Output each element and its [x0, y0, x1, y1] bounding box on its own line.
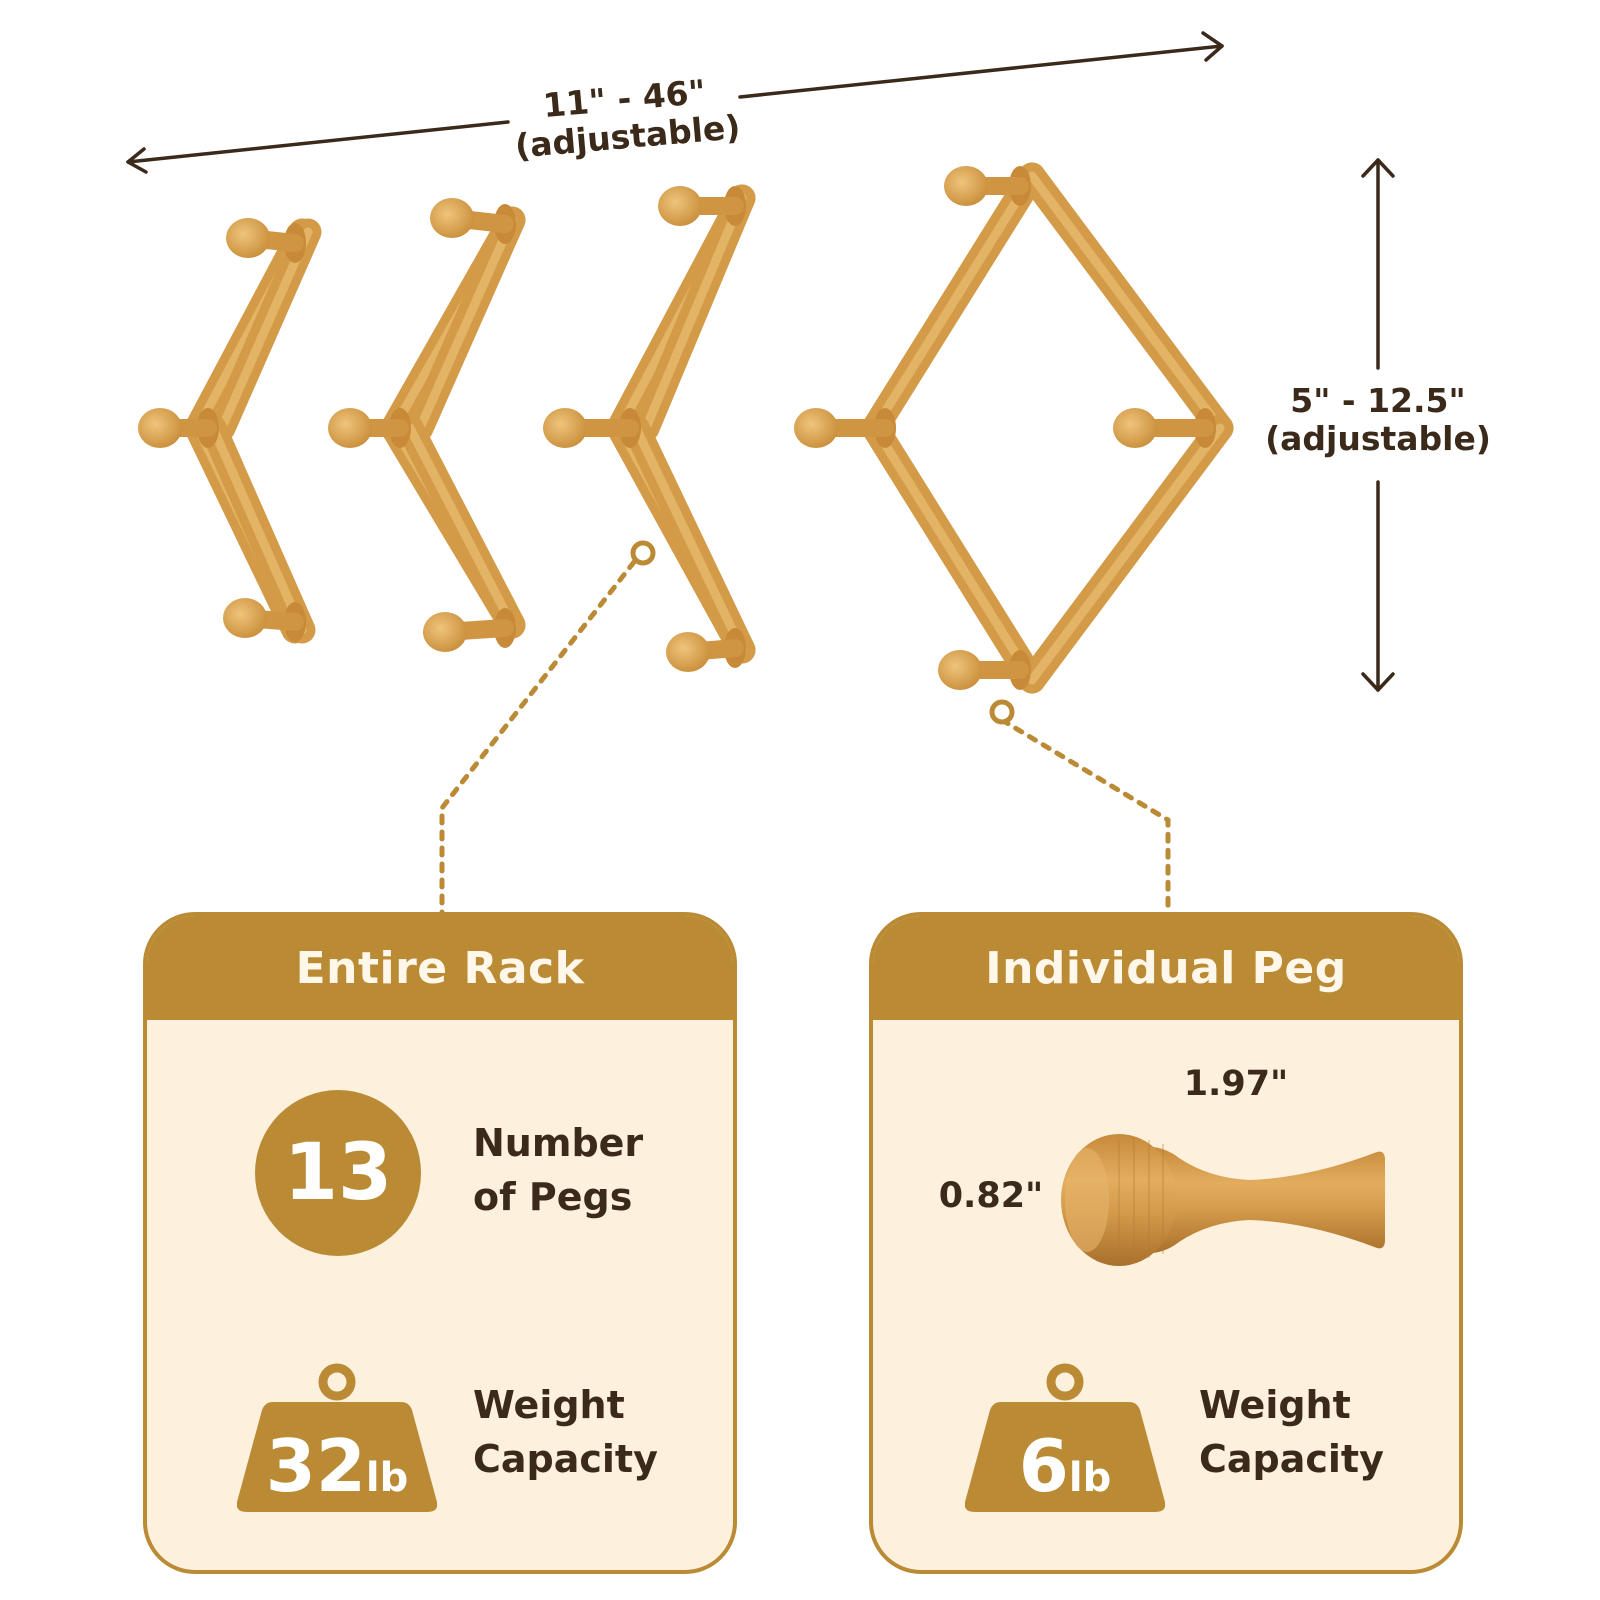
rack-peg	[658, 186, 746, 226]
rack-slat-highlight	[405, 423, 517, 630]
rack-slat-highlight	[870, 171, 1037, 433]
rack-peg	[226, 218, 306, 263]
peg-count-badge: 13	[255, 1090, 421, 1256]
peg-diameter-label: 0.82"	[938, 1176, 1044, 1216]
width-arrow	[126, 31, 1224, 174]
accordion-slats	[184, 162, 1234, 694]
rack-peg	[430, 198, 516, 244]
rack-slat-highlight	[1027, 423, 1225, 685]
height-value: 5" - 12.5"	[1290, 381, 1466, 420]
weight-icon: 6lb	[965, 1362, 1165, 1512]
entire-rack-card: Entire Rack 13 Number of Pegs 32lb Weigh…	[143, 912, 737, 1574]
rack-slat-highlight	[415, 215, 517, 433]
rack-peg	[944, 166, 1031, 206]
rack-peg	[794, 408, 896, 448]
individual-peg-card: Individual Peg 1.97" 0.82"	[869, 912, 1463, 1574]
leader-lines	[439, 559, 1171, 915]
peg-weight-label: Weight Capacity	[1199, 1383, 1384, 1481]
card-title: Entire Rack	[147, 916, 733, 1020]
card-title: Individual Peg	[873, 916, 1459, 1020]
rack-peg	[423, 608, 516, 652]
peg-photo	[1061, 1134, 1385, 1266]
rack-peg	[666, 628, 746, 672]
rack-slat-highlight	[1027, 171, 1225, 433]
rack-weight-value: 32lb	[265, 1424, 409, 1508]
rack-peg	[138, 408, 219, 448]
rack-peg	[1113, 408, 1216, 448]
rack-pegs	[138, 166, 1216, 690]
peg-count-label: Number of Pegs	[473, 1121, 644, 1219]
rack-peg	[328, 408, 411, 448]
rack-peg	[543, 408, 641, 448]
rack-slat-highlight	[870, 423, 1037, 685]
rack-slat-highlight	[641, 193, 747, 433]
rack-slat-highlight	[631, 423, 747, 655]
leader-dot-rack	[630, 540, 656, 566]
weight-icon: 32lb	[237, 1362, 437, 1512]
peg-weight-value: 6lb	[1018, 1424, 1112, 1508]
height-arrow	[1361, 158, 1395, 692]
rack-slat-highlight	[217, 227, 313, 433]
height-dimension: 5" - 12.5" (adjustable)	[1258, 382, 1498, 458]
rack-weight-label: Weight Capacity	[473, 1383, 658, 1481]
peg-length-label: 1.97"	[1183, 1064, 1289, 1104]
rack-peg	[223, 598, 306, 642]
rack-peg	[938, 650, 1031, 690]
leader-dot-peg	[989, 699, 1015, 725]
height-note: (adjustable)	[1265, 418, 1491, 458]
rack-slat-highlight	[208, 423, 307, 635]
